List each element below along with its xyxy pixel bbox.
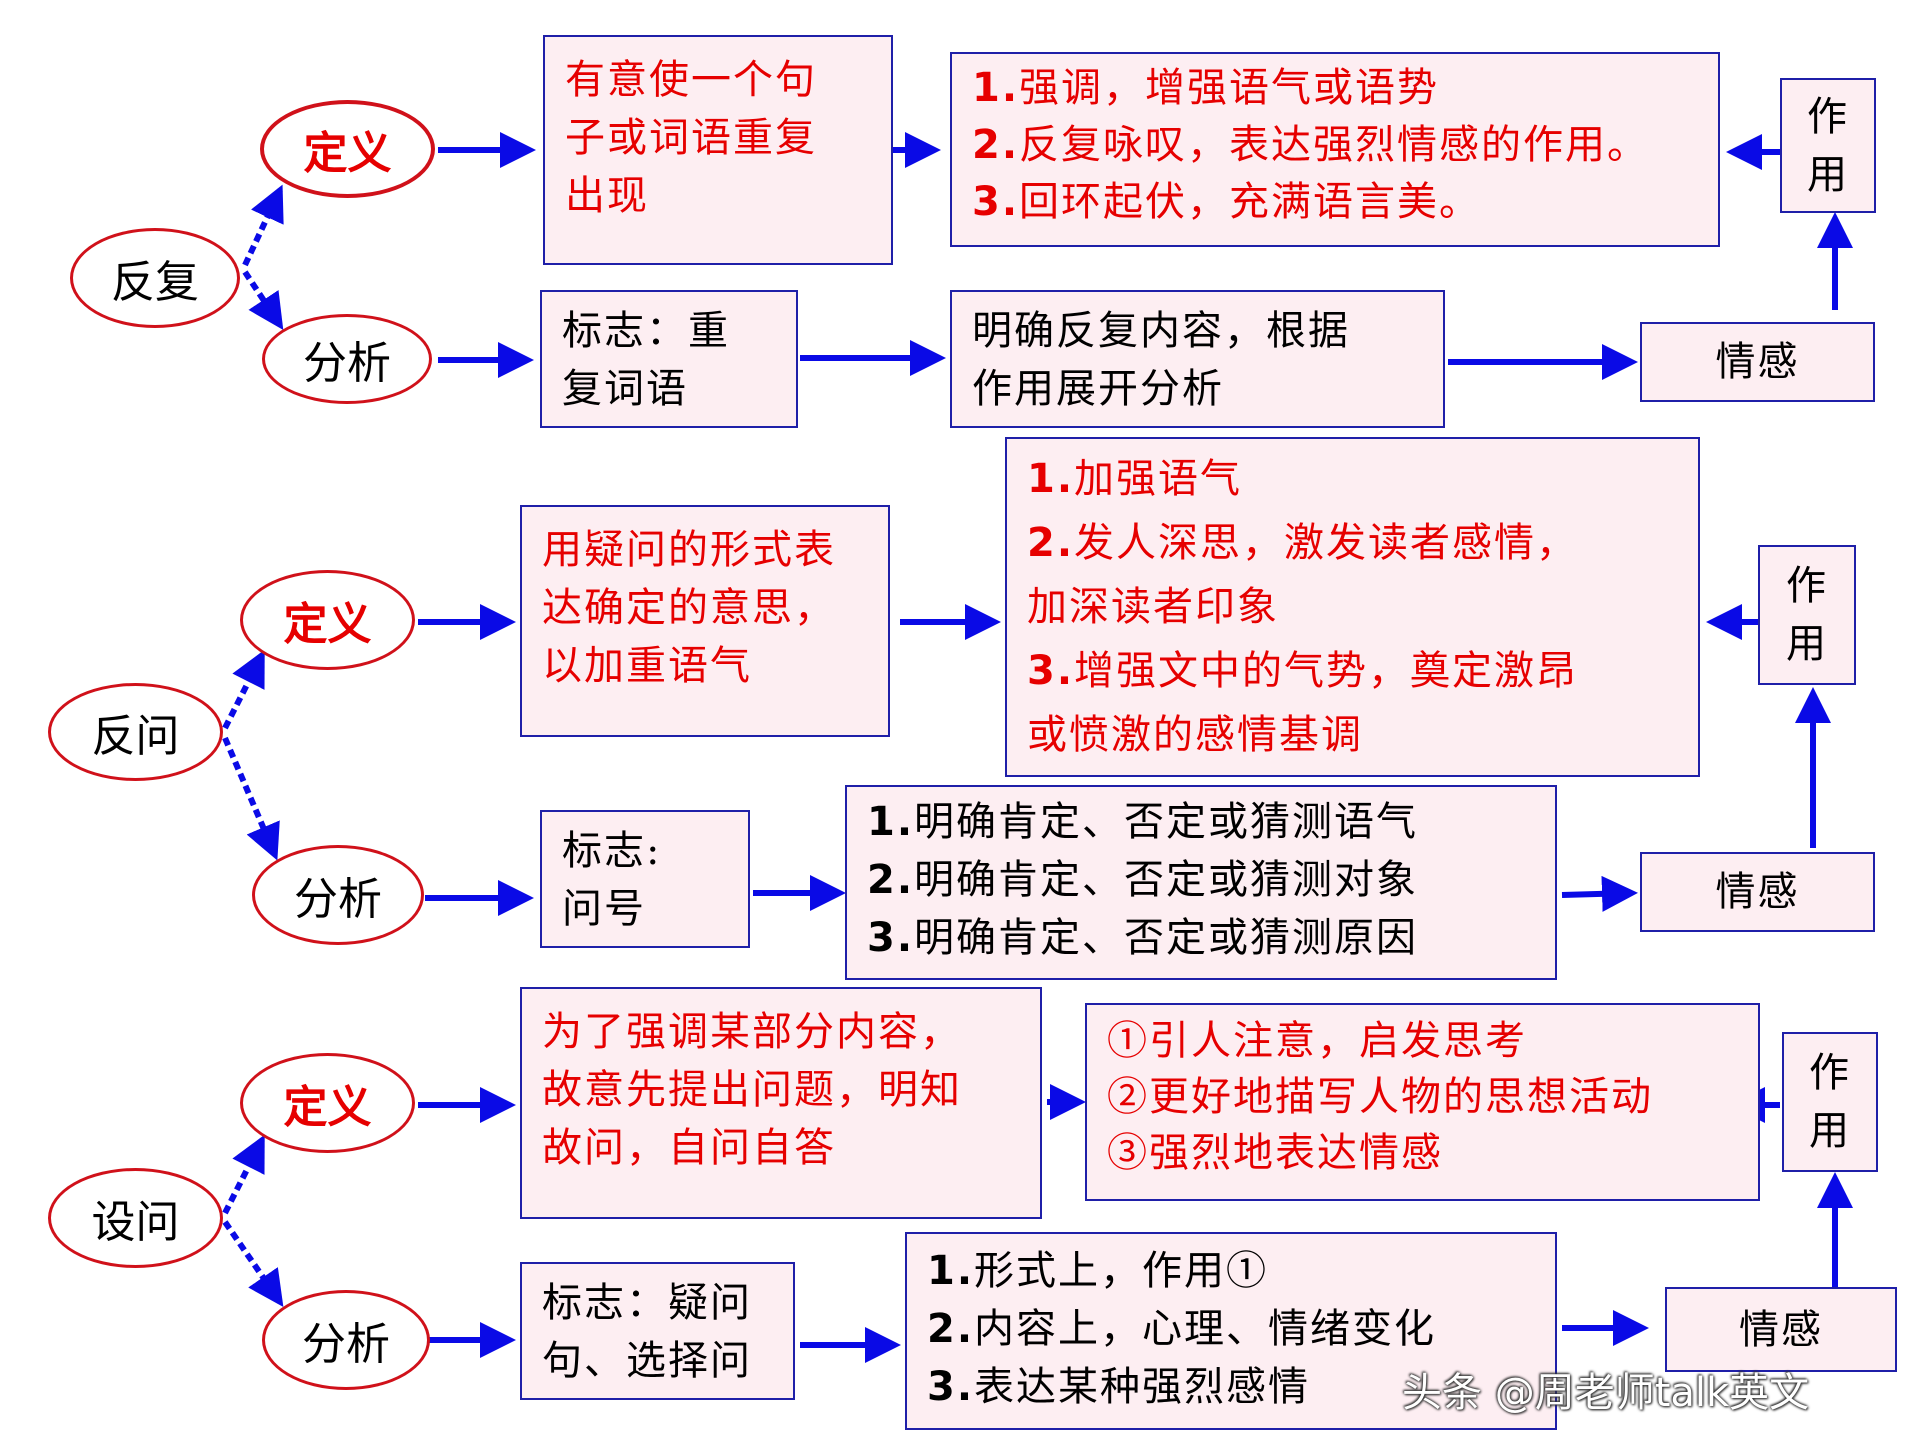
effect-box: 作 用 xyxy=(1758,545,1856,685)
definition-box: 为了强调某部分内容， 故意先提出问题，明知 故问，自问自答 xyxy=(520,987,1042,1219)
function-box: ①引人注意，启发思考 ②更好地描写人物的思想活动 ③强烈地表达情感 xyxy=(1085,1003,1760,1201)
term-node-rhetorical-question: 反问 xyxy=(48,683,223,781)
analysis-node: 分析 xyxy=(252,845,424,945)
marker-box: 标志：重 复词语 xyxy=(540,290,798,428)
arrow xyxy=(242,270,284,331)
arrow xyxy=(222,1134,265,1215)
function-box: 1.加强语气 2.发人深思，激发读者感情， 加深读者印象 3.增强文中的气势，奠… xyxy=(1005,437,1700,777)
definition-node: 定义 xyxy=(260,100,435,198)
arrow xyxy=(1561,875,1638,912)
arrow xyxy=(222,1220,284,1307)
definition-node: 定义 xyxy=(240,1053,415,1153)
emotion-box: 情感 xyxy=(1640,852,1875,932)
analysis-box: 1.明确肯定、否定或猜测语气 2.明确肯定、否定或猜测对象 3.明确肯定、否定或… xyxy=(845,785,1557,980)
arrow xyxy=(242,184,284,267)
analysis-node: 分析 xyxy=(262,1290,430,1390)
definition-box: 有意使一个句 子或词语重复 出现 xyxy=(543,35,893,265)
marker-box: 标志: 问号 xyxy=(540,810,750,948)
definition-node: 定义 xyxy=(240,570,415,670)
definition-box: 用疑问的形式表 达确定的意思， 以加重语气 xyxy=(520,505,890,737)
emotion-box: 情感 xyxy=(1665,1287,1897,1372)
function-box: 1.强调，增强语气或语势 2.反复咏叹，表达强烈情感的作用。 3.回环起伏，充满… xyxy=(950,52,1720,247)
analysis-box: 明确反复内容，根据 作用展开分析 xyxy=(950,290,1445,428)
term-node-self-question: 设问 xyxy=(48,1168,223,1268)
effect-box: 作 用 xyxy=(1780,78,1876,213)
analysis-box: 1.形式上，作用① 2.内容上，心理、情绪变化 3.表达某种强烈感情 xyxy=(905,1232,1557,1430)
arrow xyxy=(222,736,280,861)
arrow xyxy=(222,649,265,730)
analysis-node: 分析 xyxy=(262,314,432,404)
effect-box: 作 用 xyxy=(1782,1032,1878,1172)
term-node-repetition: 反复 xyxy=(70,228,240,328)
emotion-box: 情感 xyxy=(1640,322,1875,402)
marker-box: 标志：疑问 句、选择问 xyxy=(520,1262,795,1400)
watermark: 头条 @周老师talk英文 xyxy=(1402,1370,1810,1416)
